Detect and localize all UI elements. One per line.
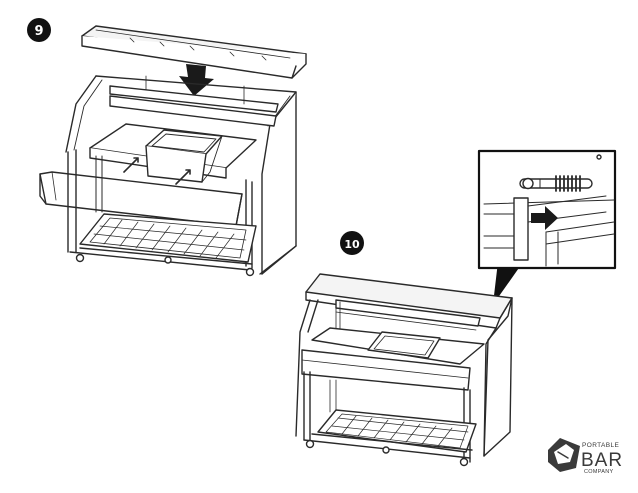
step-10-badge: 10 — [340, 231, 364, 255]
svg-text:10: 10 — [344, 238, 360, 251]
logo-mark-icon — [548, 438, 580, 472]
arrow-right-icon — [531, 206, 558, 230]
step-9-badge: 9 — [27, 18, 51, 42]
logo-line1: PORTABLE — [582, 442, 620, 449]
portable-bar-company-logo: PORTABLE BAR COMPANY — [548, 438, 623, 475]
bar-cabinet-step-9 — [39, 75, 297, 277]
svg-text:9: 9 — [34, 24, 43, 39]
step-10-illustration — [295, 273, 513, 467]
top-lid-panel — [81, 25, 307, 79]
arrow-down-icon — [179, 64, 214, 96]
hinge-spring — [519, 175, 593, 192]
logo-line3: COMPANY — [584, 469, 614, 475]
bar-cabinet-step-10 — [295, 273, 513, 467]
detail-inset — [477, 149, 617, 303]
step-9-illustration — [39, 25, 307, 277]
logo-line2: BAR — [581, 450, 623, 471]
